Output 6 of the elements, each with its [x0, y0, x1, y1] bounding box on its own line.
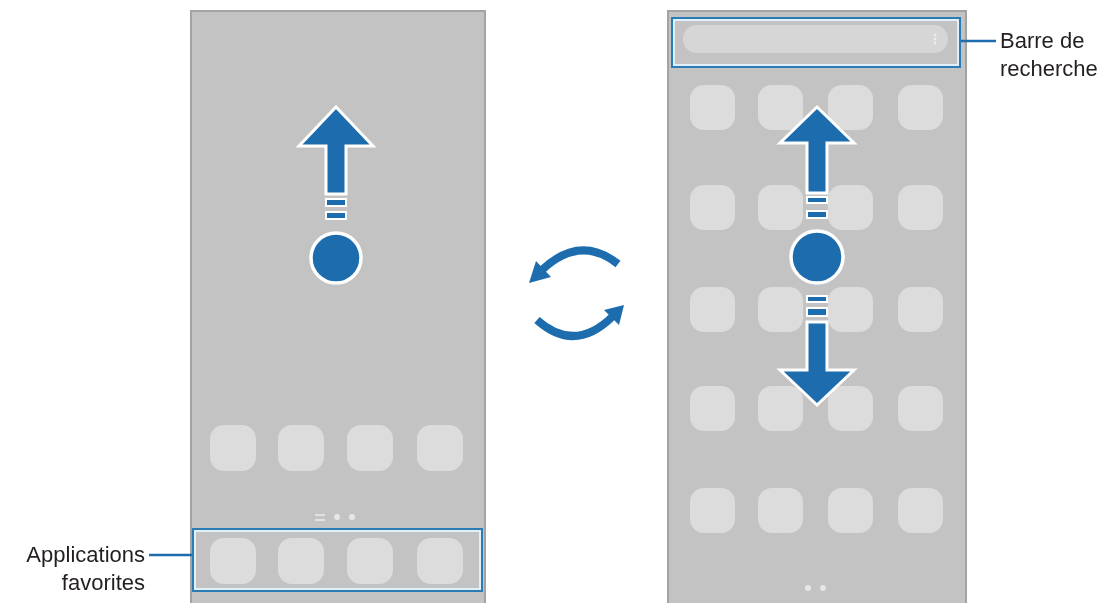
dock-highlight-frame	[192, 528, 483, 592]
search-bar-highlight-frame	[671, 17, 961, 68]
callout-label: Barre de recherche	[996, 27, 1113, 83]
leader-line	[149, 553, 192, 557]
callout-label: Applications favorites	[5, 541, 149, 597]
leader-line	[961, 39, 996, 43]
